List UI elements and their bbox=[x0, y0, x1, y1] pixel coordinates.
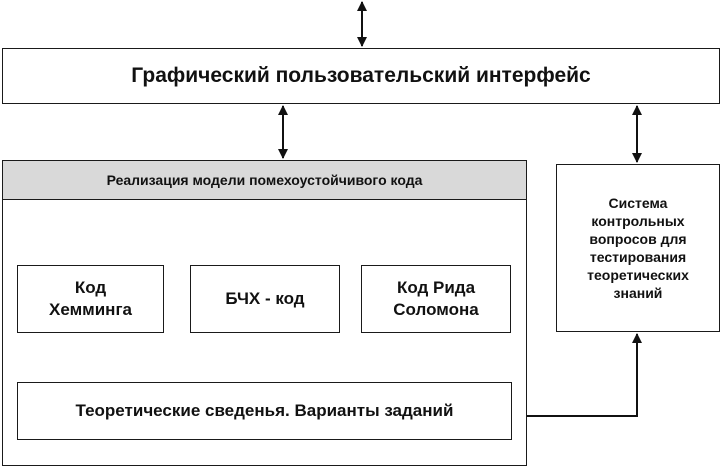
gui-box: Графический пользовательский интерфейс bbox=[2, 48, 720, 104]
theory-label: Теоретические сведенья. Варианты заданий bbox=[75, 401, 454, 420]
test-system-line: знаний bbox=[613, 285, 663, 301]
test-system-box: Система контрольных вопросов для тестиро… bbox=[556, 164, 720, 332]
hamming-line-2: Хемминга bbox=[49, 300, 132, 319]
reed-solomon-code-box: Код Рида Соломона bbox=[361, 265, 511, 333]
test-system-line: контрольных bbox=[591, 213, 685, 229]
test-system-line: Система bbox=[608, 195, 668, 211]
test-system-line: теоретических bbox=[587, 267, 689, 283]
test-system-line: вопросов для bbox=[589, 231, 687, 247]
implementation-header: Реализация модели помехоустойчивого кода bbox=[3, 161, 526, 200]
hamming-code-box: Код Хемминга bbox=[17, 265, 164, 333]
rs-line-2: Соломона bbox=[393, 300, 479, 319]
rs-line-1: Код Рида bbox=[396, 278, 476, 297]
implementation-header-label: Реализация модели помехоустойчивого кода bbox=[106, 172, 423, 188]
bch-code-box: БЧХ - код bbox=[190, 265, 340, 333]
test-system-line: тестирования bbox=[589, 249, 687, 265]
gui-label: Графический пользовательский интерфейс bbox=[131, 64, 591, 87]
hamming-line-1: Код bbox=[74, 278, 107, 297]
theory-box: Теоретические сведенья. Варианты заданий bbox=[17, 382, 512, 440]
bch-label: БЧХ - код bbox=[225, 289, 305, 308]
arrow-theory-to-test-system bbox=[512, 333, 642, 417]
